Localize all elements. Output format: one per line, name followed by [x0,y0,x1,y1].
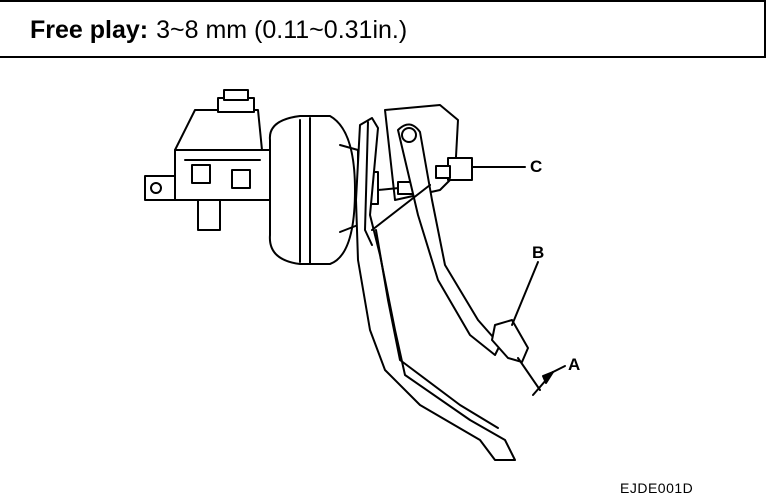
dash-panel [355,117,516,461]
leader-b [511,261,539,326]
brake-pedal-arm [371,123,501,356]
spec-header: Free play:3~8 mm (0.11~0.31in.) [0,0,766,58]
callout-c: C [530,157,543,176]
callout-a: A [568,355,581,374]
callout-b: B [532,243,545,262]
free-play-value: 3~8 mm (0.11~0.31in.) [156,16,408,44]
header-rule [0,56,766,58]
figure-code: EJDE001D [620,480,694,496]
free-play-label: Free play: [30,16,149,44]
reservoir-cap [217,89,255,113]
free-play-spec: Free play:3~8 mm (0.11~0.31in.) [30,16,407,45]
dimension-a [517,357,566,396]
master-cylinder [144,109,271,231]
pedal-pad [491,319,529,363]
stop-lamp-switch [435,157,473,181]
